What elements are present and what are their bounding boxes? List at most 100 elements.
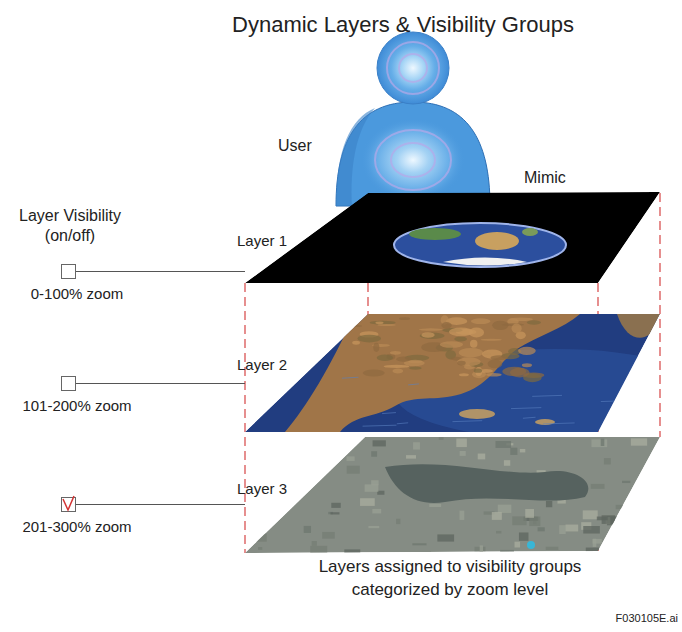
user-body xyxy=(336,102,490,206)
checkbox xyxy=(61,264,76,279)
terrain-texture xyxy=(616,505,633,509)
user-ring xyxy=(387,42,439,94)
layer-plane: Layer 3 xyxy=(245,437,661,554)
land-texture xyxy=(518,347,536,355)
land-texture xyxy=(454,336,467,341)
leader-line xyxy=(76,271,245,272)
terrain-texture xyxy=(495,441,511,448)
layer-image xyxy=(245,192,661,284)
terrain-texture xyxy=(510,448,517,455)
land-texture xyxy=(348,325,362,327)
terrain-texture xyxy=(583,510,598,519)
land-texture xyxy=(375,321,383,324)
land-texture xyxy=(457,357,481,366)
layer-ground xyxy=(245,437,660,553)
terrain-texture xyxy=(312,541,317,546)
terrain-texture xyxy=(368,526,379,528)
terrain-texture xyxy=(591,484,605,489)
terrain-texture xyxy=(604,458,611,464)
terrain-texture xyxy=(365,484,379,491)
terrain-texture xyxy=(291,465,303,469)
layer-fill xyxy=(245,437,661,554)
sea-texture xyxy=(397,423,408,424)
land-texture xyxy=(459,373,469,376)
user-figure xyxy=(336,32,490,206)
terrain-texture xyxy=(261,449,268,458)
globe xyxy=(394,223,566,267)
sea-texture xyxy=(342,377,359,378)
sea-texture xyxy=(532,395,562,396)
terrain-texture xyxy=(275,458,279,468)
terrain-texture xyxy=(330,512,339,514)
terrain-texture xyxy=(631,438,647,445)
terrain-texture xyxy=(296,445,300,450)
terrain-texture xyxy=(583,526,600,534)
land-texture xyxy=(370,321,396,325)
terrain-texture xyxy=(263,464,269,466)
terrain-texture xyxy=(333,445,345,450)
terrain-texture xyxy=(360,498,375,506)
terrain-texture xyxy=(601,439,605,446)
terrain-texture xyxy=(648,541,659,544)
terrain-texture xyxy=(249,450,261,458)
terrain-texture xyxy=(519,532,529,540)
visibility-heading: Layer Visibility (on/off) xyxy=(6,206,134,246)
terrain-texture xyxy=(326,438,332,445)
land-texture xyxy=(490,355,507,360)
terrain-texture xyxy=(504,460,510,466)
layer-plane: Layer 1 xyxy=(245,192,661,284)
terrain-texture xyxy=(546,547,559,550)
land-texture xyxy=(488,359,503,368)
terrain-texture xyxy=(268,442,272,449)
terrain-texture xyxy=(294,476,306,485)
terrain-texture xyxy=(286,441,297,448)
visibility-toggle: 0-100% zoom xyxy=(31,264,124,303)
terrain-texture xyxy=(520,449,525,452)
terrain-texture xyxy=(251,503,254,509)
land-texture xyxy=(399,317,410,320)
land-texture xyxy=(483,353,491,355)
terrain-texture xyxy=(498,505,512,513)
terrain-texture xyxy=(396,519,400,524)
land-texture xyxy=(392,368,403,373)
terrain-texture xyxy=(347,456,355,461)
layer-image xyxy=(245,437,661,554)
land-texture xyxy=(527,320,541,325)
check-stroke xyxy=(63,496,74,510)
layer-fill xyxy=(245,192,660,283)
zoom-range: 0-100% zoom xyxy=(31,285,124,303)
globe-land xyxy=(475,232,519,250)
terrain-texture xyxy=(329,438,335,440)
land-texture xyxy=(420,332,445,338)
land-texture xyxy=(384,365,409,368)
terrain-texture xyxy=(566,525,579,532)
land-texture xyxy=(352,341,360,345)
land-texture xyxy=(419,328,443,330)
terrain-texture xyxy=(347,466,360,474)
land-texture xyxy=(511,324,521,334)
caption: Layers assigned to visibility groups cat… xyxy=(290,555,610,601)
land-texture xyxy=(481,339,502,341)
terrain-texture xyxy=(480,545,483,554)
terrain-texture xyxy=(512,516,526,525)
leader-line xyxy=(76,383,245,384)
user-ring xyxy=(375,130,451,190)
user-body-glow xyxy=(361,118,465,202)
land-texture xyxy=(441,322,451,329)
land-texture xyxy=(459,348,483,357)
zoom-range: 201-300% zoom xyxy=(22,518,131,536)
terrain-texture xyxy=(496,531,501,534)
user-head xyxy=(377,32,449,104)
terrain-texture xyxy=(602,515,615,524)
terrain-texture xyxy=(371,451,377,456)
land-texture xyxy=(510,368,530,378)
terrain-texture xyxy=(310,546,327,553)
terrain-texture xyxy=(586,548,599,554)
terrain-texture xyxy=(460,451,466,456)
sea-texture xyxy=(601,401,632,402)
layer-image xyxy=(245,314,661,433)
figure-id: F030105E.ai xyxy=(616,612,678,625)
land-texture xyxy=(377,355,393,361)
terrain-texture xyxy=(439,437,444,440)
layer-fill xyxy=(245,314,661,433)
